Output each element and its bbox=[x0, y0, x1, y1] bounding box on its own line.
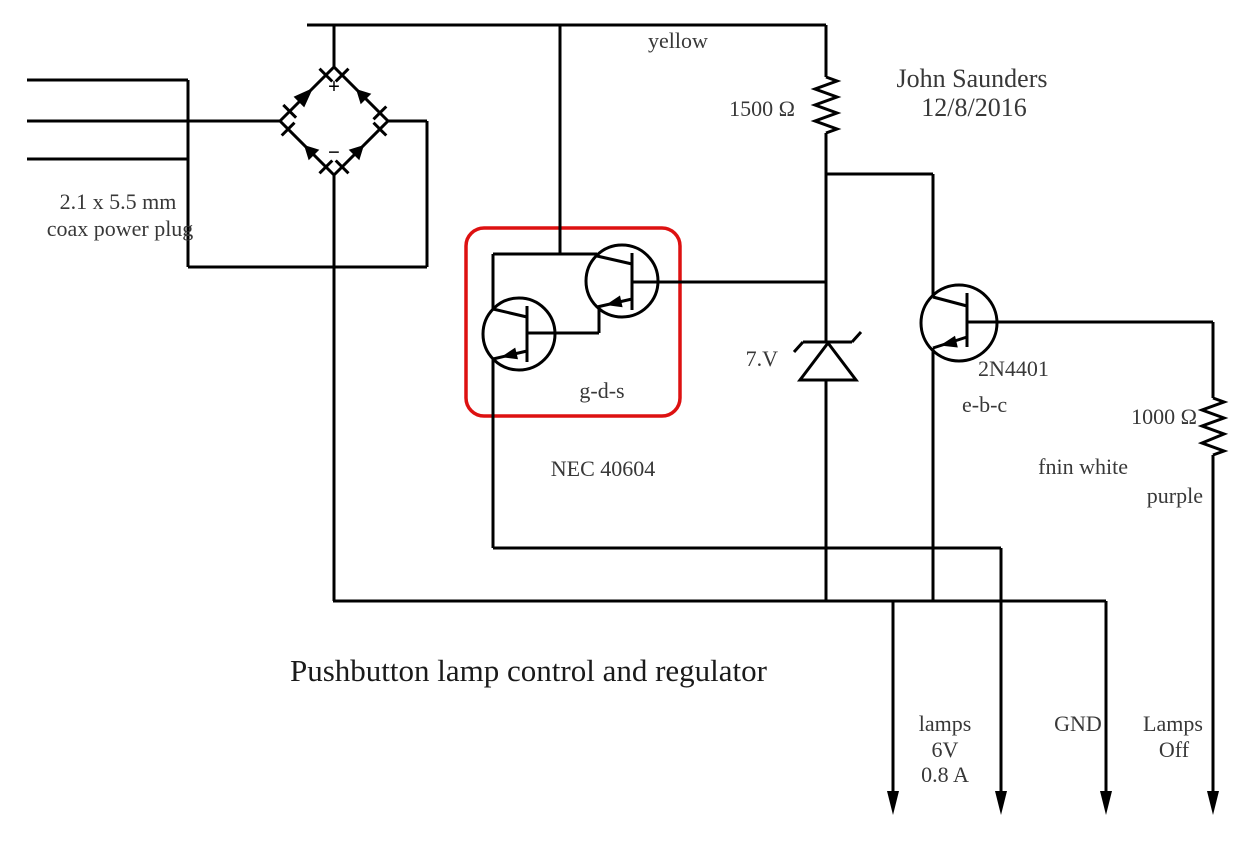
author-name: John Saunders bbox=[897, 64, 1048, 93]
transistor-2n4401-part-label: 2N4401 bbox=[978, 356, 1049, 381]
transistor-2n4401-pins-label: e-b-c bbox=[962, 392, 1007, 417]
wire-white-label: fnin white bbox=[1038, 454, 1128, 479]
output-lamps-label-line1: lamps bbox=[919, 711, 972, 736]
output-lamps-label-line2: 6V bbox=[932, 737, 959, 762]
module-transistor-lower-circle bbox=[481, 296, 557, 372]
transistor-2n4401-circle bbox=[919, 283, 999, 363]
plug-label-line2: coax power plug bbox=[47, 216, 194, 241]
schematic-title: Pushbutton lamp control and regulator bbox=[290, 653, 768, 688]
output-lamps-off-label-line2: Off bbox=[1159, 737, 1190, 762]
wire-purple-label: purple bbox=[1147, 483, 1203, 508]
output-lamps-off-label-line1: Lamps bbox=[1143, 711, 1203, 736]
zener-label: 7.V bbox=[746, 346, 779, 371]
plug-label-line1: 2.1 x 5.5 mm bbox=[60, 189, 177, 214]
author-date: 12/8/2016 bbox=[921, 93, 1026, 122]
resistor-1500-label: 1500 Ω bbox=[729, 96, 795, 121]
bridge-diode-arrows bbox=[293, 88, 372, 161]
output-lamps-label-line3: 0.8 A bbox=[921, 762, 969, 787]
bridge-minus-sign: − bbox=[328, 140, 340, 164]
module-pins-label: g-d-s bbox=[579, 378, 624, 403]
module-part-label: NEC 40604 bbox=[551, 456, 656, 481]
output-arrowheads bbox=[887, 791, 1219, 815]
transistor-emitter-arrows bbox=[501, 295, 958, 360]
module-highlight-box bbox=[464, 226, 682, 418]
wire-yellow-label: yellow bbox=[648, 28, 708, 53]
output-gnd-label: GND bbox=[1054, 711, 1102, 736]
resistor-1000-label: 1000 Ω bbox=[1131, 404, 1197, 429]
bridge-plus-sign: + bbox=[328, 74, 340, 98]
module-transistor-upper-circle bbox=[584, 243, 660, 319]
